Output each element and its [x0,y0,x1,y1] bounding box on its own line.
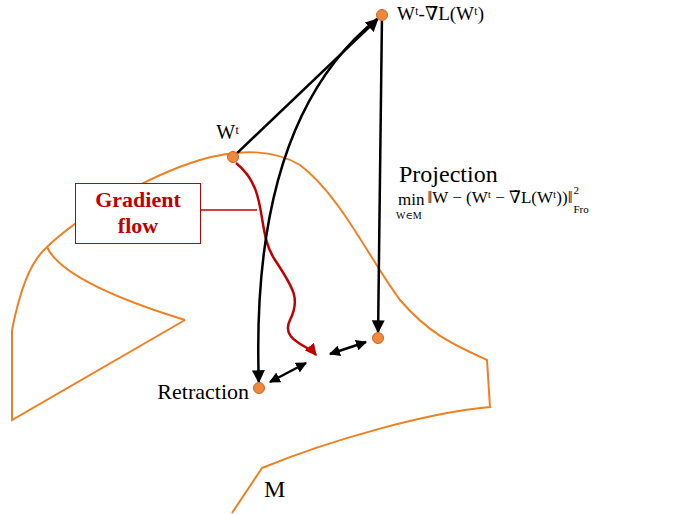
point-marker: Wᵗ [227,151,239,163]
point-marker: Projection [372,332,384,344]
manifold-label: M [264,476,285,504]
formula-part: 2 [573,184,579,197]
formula-part: min [398,190,424,210]
point-label: Projection [399,161,498,189]
callout-text: Gradient flow [82,187,194,240]
formula-part: Fro [573,203,588,216]
point-marker: Wᵗ-∇̃L(Wᵗ) [376,9,388,21]
arrow-connector [237,19,377,153]
arrow-connector [258,19,377,382]
point-label: Wᵗ-∇̃L(Wᵗ) [397,3,484,25]
formula-part: ‖W − (Wᵗ − ∇̃L(Wᵗ))‖ [427,188,572,208]
double-arrow [330,342,366,354]
point-label: Retraction [157,379,249,404]
arrow-connector [378,21,382,332]
double-arrow [270,363,306,382]
manifold-surface [12,152,490,513]
point-label: Wᵗ [216,121,239,144]
point-marker: Retraction [253,382,265,394]
formula-part: W∈M [396,210,422,222]
leader-line [201,209,257,211]
callout-box: Gradient flow [75,183,201,244]
